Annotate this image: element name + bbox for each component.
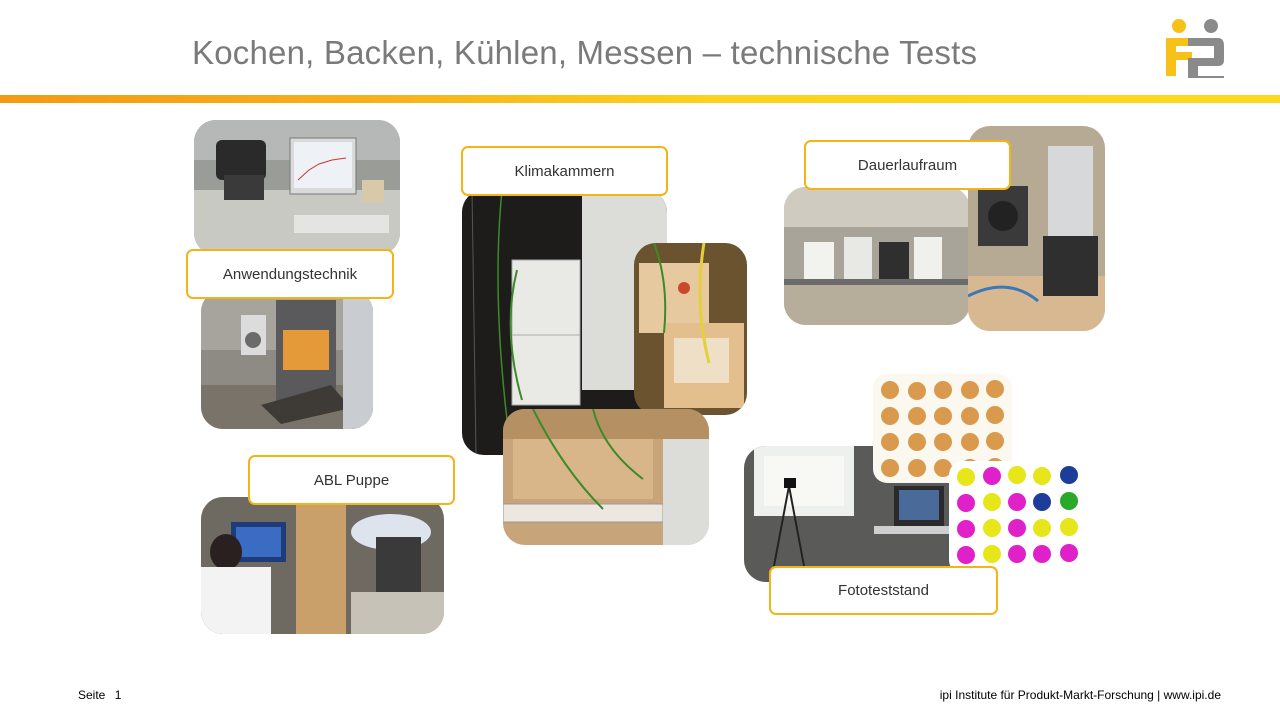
photo-climate-boxes: [634, 243, 747, 415]
photo-grill-computer: [194, 120, 400, 255]
header-divider-bar: [0, 95, 1280, 103]
photo-climate-drawer: [503, 409, 709, 545]
photo-oven-lab: [201, 290, 373, 429]
label-klimakammern: Klimakammern: [461, 146, 668, 196]
ipi-logo: [1162, 16, 1226, 80]
label-fototeststand: Fototeststand: [769, 566, 998, 615]
label-abl-puppe: ABL Puppe: [248, 455, 455, 505]
photo-blender: [968, 126, 1105, 331]
page-number: 1: [114, 688, 122, 702]
slide-title: Kochen, Backen, Kühlen, Messen – technis…: [192, 34, 978, 71]
page-number-footer: Seite 1: [78, 688, 121, 702]
label-dauerlaufraum: Dauerlaufraum: [804, 140, 1011, 190]
page-label: Seite: [78, 688, 106, 702]
photo-abl-puppet: [201, 497, 444, 634]
photo-photo-booth: [744, 446, 952, 582]
label-anwendungstechnik: Anwendungstechnik: [186, 249, 394, 299]
photo-endurance-lab: [784, 187, 970, 325]
institute-footer: ipi Institute für Produkt-Markt-Forschun…: [939, 688, 1221, 702]
photo-color-analysis: [949, 461, 1086, 574]
